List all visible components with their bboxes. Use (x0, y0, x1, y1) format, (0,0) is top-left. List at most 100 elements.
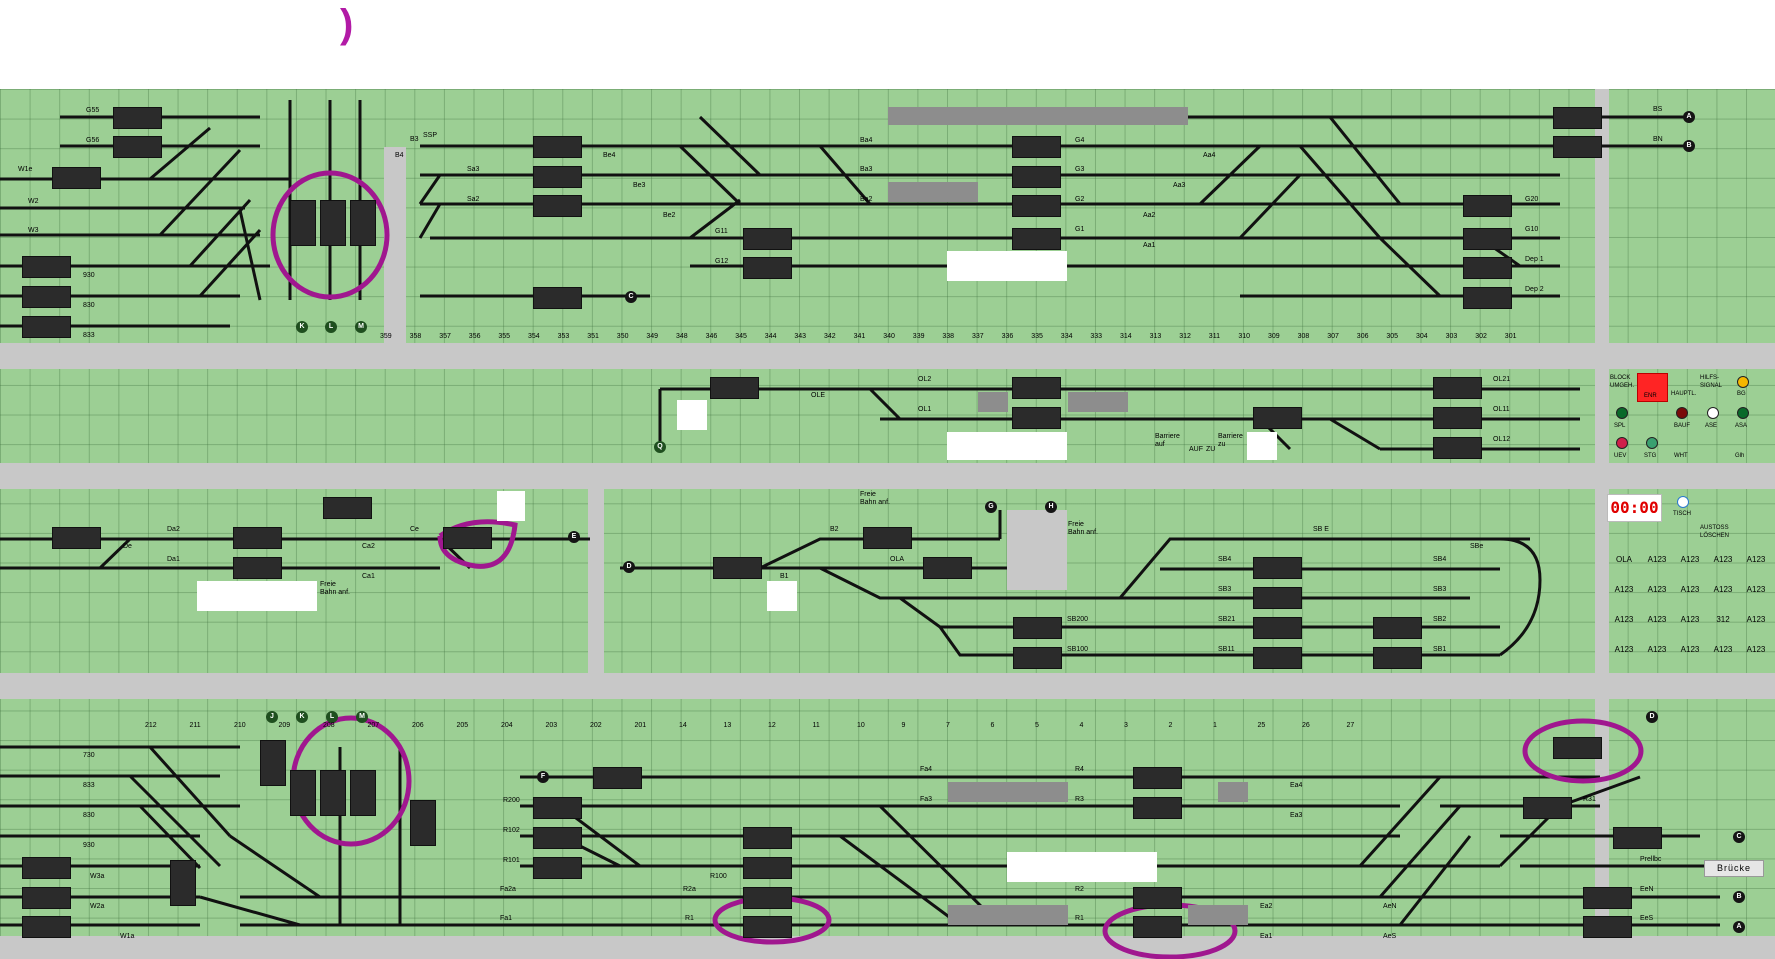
block-g20[interactable] (1463, 195, 1512, 217)
block-bs[interactable] (1553, 107, 1602, 129)
route-memory-cell[interactable]: A123 (1746, 585, 1766, 594)
section-number[interactable]: 303 (1445, 333, 1458, 340)
stg-lamp[interactable] (1646, 437, 1658, 449)
route-memory-cell[interactable]: A123 (1680, 645, 1700, 654)
block-r31[interactable] (1523, 797, 1572, 819)
node-l[interactable]: L (325, 321, 337, 333)
block-k[interactable] (290, 200, 316, 246)
block-930[interactable] (22, 256, 71, 278)
section-number[interactable]: 206 (412, 722, 424, 729)
block-r4[interactable] (1133, 767, 1182, 789)
block-sb1[interactable] (1373, 647, 1422, 669)
block-g3[interactable] (1012, 166, 1061, 188)
block-830[interactable] (22, 286, 71, 308)
ase-lamp[interactable] (1707, 407, 1719, 419)
section-number[interactable]: 9 (901, 722, 906, 729)
section-number[interactable]: 3 (1124, 722, 1128, 729)
enr-button[interactable] (1637, 373, 1668, 402)
section-number[interactable]: 351 (587, 333, 599, 340)
route-memory-cell[interactable]: A123 (1746, 645, 1766, 654)
section-number[interactable]: 341 (853, 333, 866, 340)
block-r101v[interactable] (410, 800, 436, 846)
block-ol[interactable] (1253, 407, 1302, 429)
block-r2[interactable] (1133, 887, 1182, 909)
route-memory-cell[interactable]: A123 (1680, 615, 1700, 624)
section-number[interactable]: 348 (676, 333, 688, 340)
route-memory-cell[interactable]: A123 (1614, 585, 1634, 594)
section-number[interactable]: 2 (1168, 722, 1173, 729)
block-g11[interactable] (743, 228, 792, 250)
block-da2[interactable] (233, 527, 282, 549)
node-c-bottom[interactable]: C (1733, 831, 1745, 843)
section-number[interactable]: 301 (1504, 333, 1517, 340)
route-memory-cell[interactable]: A123 (1647, 555, 1667, 564)
node-f[interactable]: F (537, 771, 549, 783)
bg-lamp[interactable] (1737, 376, 1749, 388)
node-k-bottom[interactable]: K (296, 711, 308, 723)
section-number[interactable]: 205 (456, 722, 469, 729)
node-m[interactable]: M (355, 321, 367, 333)
block-sb100[interactable] (1013, 647, 1062, 669)
node-b-bottom[interactable]: B (1733, 891, 1745, 903)
block-833[interactable] (22, 316, 71, 338)
route-memory-cell[interactable]: OLA (1615, 555, 1632, 564)
section-number[interactable]: 210 (234, 722, 246, 729)
block-w1e[interactable] (52, 167, 101, 189)
section-number[interactable]: 309 (1268, 333, 1280, 340)
block-r100[interactable] (743, 857, 792, 879)
section-number[interactable]: 338 (942, 333, 955, 340)
section-number[interactable]: 302 (1475, 333, 1487, 340)
section-number[interactable]: 311 (1208, 333, 1220, 340)
block-800[interactable] (593, 767, 642, 789)
block-310[interactable] (533, 287, 582, 309)
uev-lamp[interactable] (1616, 437, 1628, 449)
section-number[interactable]: 337 (972, 333, 984, 340)
node-c-top[interactable]: C (625, 291, 637, 303)
section-number[interactable]: 355 (498, 333, 511, 340)
route-memory-cell[interactable]: A123 (1713, 645, 1733, 654)
section-number[interactable]: 204 (501, 722, 513, 729)
section-number[interactable]: 312 (1179, 333, 1191, 340)
section-number[interactable]: 7 (946, 722, 950, 729)
section-number[interactable]: 356 (468, 333, 481, 340)
section-number[interactable]: 212 (145, 722, 157, 729)
block-g4[interactable] (1012, 136, 1061, 158)
section-number[interactable]: 343 (794, 333, 807, 340)
node-h[interactable]: H (1045, 501, 1057, 513)
block-b2[interactable] (863, 527, 912, 549)
block-l2[interactable] (320, 770, 346, 816)
bauf-lamp[interactable] (1676, 407, 1688, 419)
node-l-bottom[interactable]: L (326, 711, 338, 723)
section-number[interactable]: 202 (590, 722, 602, 729)
block-w1a[interactable] (22, 916, 71, 938)
block-g12[interactable] (743, 257, 792, 279)
route-memory-cell[interactable]: A123 (1614, 645, 1634, 654)
node-m-bottom[interactable]: M (356, 711, 368, 723)
section-number[interactable]: 307 (1327, 333, 1339, 340)
block-ol21[interactable] (1433, 377, 1482, 399)
block-sa3[interactable] (533, 166, 582, 188)
section-number[interactable]: 26 (1302, 722, 1310, 729)
section-number[interactable]: 207 (367, 722, 380, 729)
bruecke-button[interactable]: Brücke (1704, 860, 1764, 877)
section-number[interactable]: 12 (768, 722, 776, 729)
block-dep2[interactable] (1463, 287, 1512, 309)
block-ol1[interactable] (1012, 407, 1061, 429)
section-number[interactable]: 349 (646, 333, 659, 340)
section-number[interactable]: 208 (323, 722, 335, 729)
route-memory-cell[interactable]: A123 (1647, 585, 1667, 594)
node-d[interactable]: D (623, 561, 635, 573)
block-sb200[interactable] (1013, 617, 1062, 639)
route-memory-cell[interactable]: 312 (1716, 615, 1730, 624)
block-ola[interactable] (923, 557, 972, 579)
block-de[interactable] (52, 527, 101, 549)
route-memory-cell[interactable]: A123 (1647, 615, 1667, 624)
block-l[interactable] (320, 200, 346, 246)
block-m2[interactable] (350, 770, 376, 816)
route-memory-cell[interactable]: A123 (1680, 585, 1700, 594)
block-fa2a[interactable] (743, 827, 792, 849)
section-number[interactable]: 357 (439, 333, 451, 340)
section-number[interactable]: 304 (1416, 333, 1428, 340)
block-sa2[interactable] (533, 195, 582, 217)
route-memory-cell[interactable]: A123 (1614, 615, 1634, 624)
